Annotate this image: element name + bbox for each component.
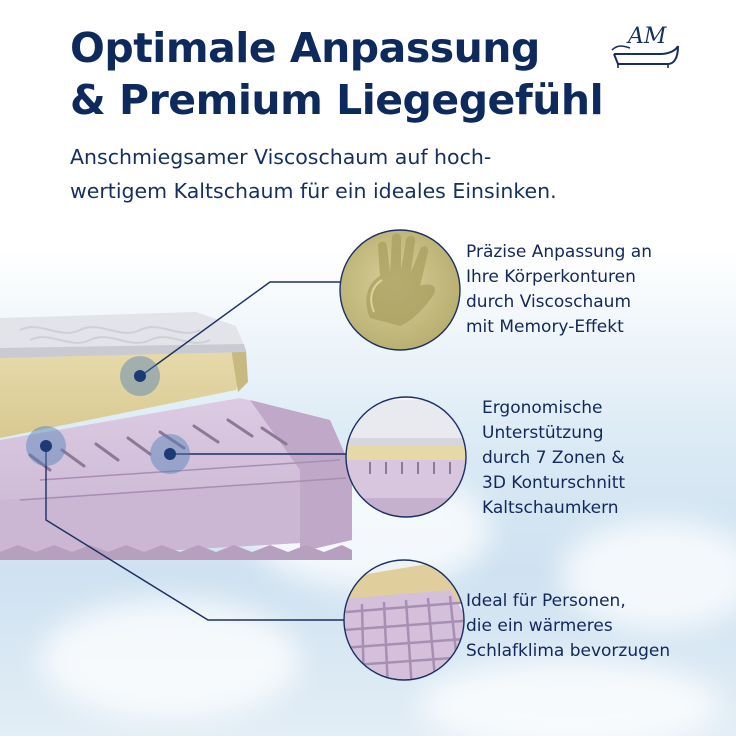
mattress-layers-closeup: [345, 396, 467, 518]
callout-lines: [45, 281, 346, 621]
cloud: [560, 520, 736, 630]
subtitle: Anschmiegsamer Viscoschaum auf hoch- wer…: [70, 140, 710, 208]
feature-line: 3D Konturschnitt: [482, 473, 626, 493]
feature-line: mit Memory-Effekt: [466, 317, 624, 337]
page-title: Optimale Anpassung & Premium Liegegefühl: [70, 22, 604, 126]
feature-line: Schlafklima bevorzugen: [466, 641, 671, 661]
feature-text-climate: Ideal für Personen, die ein wärmeres Sch…: [466, 589, 670, 664]
memory-foam-handprint: [339, 229, 461, 351]
title-line: & Premium Liegegefühl: [70, 76, 604, 124]
feature-line: durch 7 Zonen &: [482, 448, 625, 468]
foam-cube-cut-closeup: [343, 559, 465, 681]
subtitle-line: Anschmiegsamer Viscoschaum auf hoch-: [70, 145, 492, 169]
feature-line: Präzise Anpassung an: [466, 242, 652, 262]
feature-text-visco: Präzise Anpassung an Ihre Körperkonturen…: [466, 240, 652, 340]
feature-text-zones: Ergonomische Unterstützung durch 7 Zonen…: [482, 396, 625, 521]
highlight-dots: [26, 356, 190, 474]
feature-line: durch Viscoschaum: [466, 292, 632, 312]
feature-line: Ihre Körperkonturen: [466, 267, 636, 287]
cloud: [420, 660, 720, 750]
feature-line: Ideal für Personen,: [466, 591, 626, 611]
mattress-logo-icon: [611, 45, 679, 68]
feature-line: Kaltschaumkern: [482, 498, 619, 518]
feature-line: die ein wärmeres: [466, 616, 613, 636]
feature-line: Ergonomische: [482, 398, 603, 418]
visco-foam-layer: [0, 340, 248, 438]
cold-foam-core: [0, 398, 352, 560]
title-line: Optimale Anpassung: [70, 24, 540, 72]
mattress-cover: [0, 312, 246, 358]
subtitle-line: wertigem Kaltschaum für ein ideales Eins…: [70, 179, 557, 203]
logo-text: AM: [628, 24, 667, 49]
feature-line: Unterstützung: [482, 423, 604, 443]
